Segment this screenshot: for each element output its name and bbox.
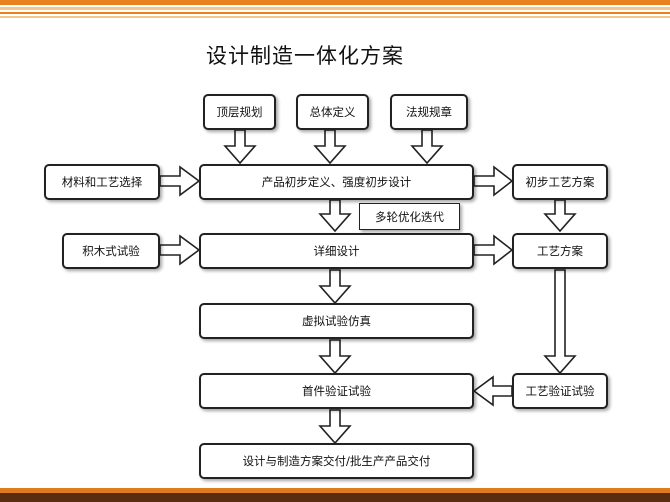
arrow-down-right-2 — [543, 269, 577, 375]
arrow-down-main-4 — [318, 409, 352, 445]
box-regulations: 法规规章 — [390, 94, 468, 130]
box-first-article-test: 首件验证试验 — [199, 373, 474, 409]
arrow-down-main-3 — [318, 339, 352, 375]
arrow-down-1 — [223, 129, 257, 165]
box-preliminary-process: 初步工艺方案 — [512, 164, 608, 200]
footer-bar — [0, 488, 670, 502]
box-block-test: 积木式试验 — [62, 233, 160, 269]
box-process-plan: 工艺方案 — [512, 233, 608, 269]
box-material-process: 材料和工艺选择 — [44, 164, 160, 200]
arrow-down-3 — [410, 129, 444, 165]
arrow-down-main-1 — [318, 199, 352, 233]
box-delivery: 设计与制造方案交付/批生产产品交付 — [199, 443, 474, 479]
arrow-down-2 — [313, 129, 347, 165]
arrow-down-main-2 — [318, 269, 352, 305]
box-top-planning: 顶层规划 — [203, 94, 276, 130]
page-title: 设计制造一体化方案 — [206, 44, 404, 68]
header-stripes — [0, 0, 670, 22]
arrow-right-material — [159, 165, 201, 197]
iteration-note: 多轮优化迭代 — [359, 203, 460, 230]
box-process-verification: 工艺验证试验 — [512, 373, 608, 409]
box-preliminary-design: 产品初步定义、强度初步设计 — [199, 164, 474, 200]
arrow-right-prelim — [473, 165, 514, 197]
box-detailed-design: 详细设计 — [199, 233, 474, 269]
box-overall-definition: 总体定义 — [296, 94, 369, 130]
arrow-right-blocktest — [159, 234, 201, 266]
arrow-right-detail — [473, 234, 514, 266]
arrow-left-verify — [472, 375, 513, 407]
arrow-down-right-1 — [543, 199, 577, 233]
box-virtual-simulation: 虚拟试验仿真 — [199, 303, 474, 339]
